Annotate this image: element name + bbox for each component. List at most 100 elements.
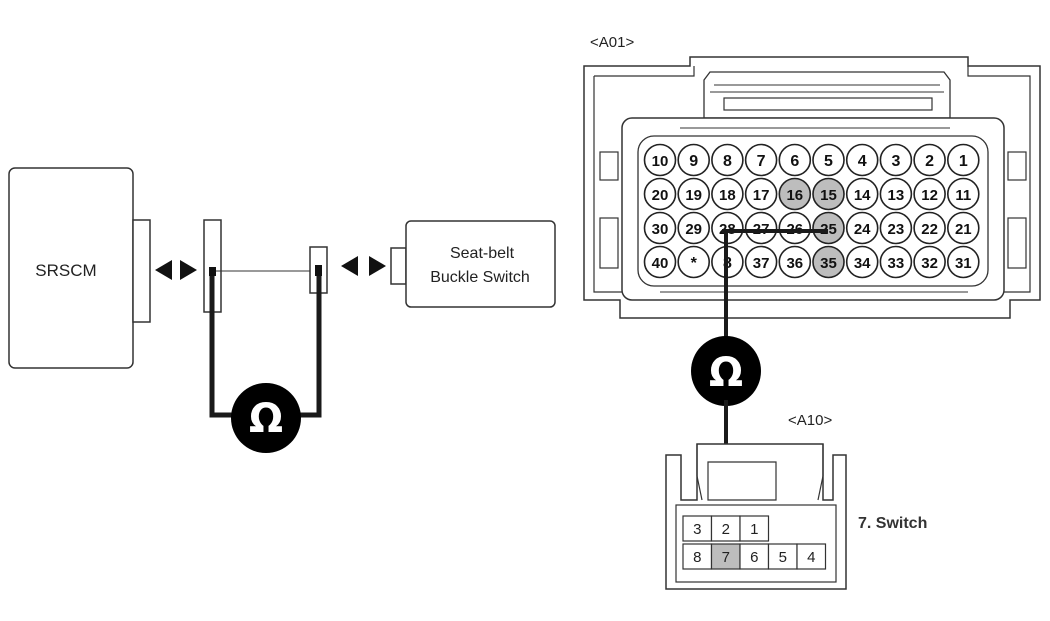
buckle-switch-box [405,220,556,308]
a01-pin-13 [879,177,913,211]
a01-pin-21 [946,211,980,245]
ohmmeter-right: Ω [691,336,761,406]
a01-pin-34 [845,245,879,279]
connector-a10-label: <A10> [788,412,832,429]
a01-pin-10 [643,143,677,177]
left-probe-point [209,267,216,276]
a01-pin-label: 15 [820,187,837,204]
a01-pin-26 [778,211,812,245]
a01-pin-label: 11 [955,187,971,204]
a01-pin-36 [778,245,812,279]
a01-pin-label: 9 [689,153,698,170]
a01-pin-label: 13 [888,187,905,204]
a01-pin-star [677,245,711,279]
connection-arrows-left [155,260,197,280]
a01-pin-label: 7 [757,153,766,170]
a01-pin-40 [643,245,677,279]
a01-pin-label: 22 [921,221,938,238]
a01-pin-label: 5 [824,153,833,170]
a01-pin-11 [946,177,980,211]
connector-a01-label: <A01> [590,34,634,51]
a01-pin-label: 8 [723,153,732,170]
a01-pin-label: 30 [652,221,669,238]
a01-pin-label: 4 [858,153,867,170]
a01-pin-32 [913,245,946,279]
a01-pin-label: 37 [753,255,770,272]
srscm-label: SRSCM [35,261,96,280]
a01-pin-label: 21 [955,221,972,238]
a01-pin-25 [812,211,845,245]
a01-pin-label: 23 [888,221,905,238]
srscm-connector-stub [132,219,151,323]
a01-pin-19 [677,177,711,211]
ohmmeter-left [231,383,301,453]
a10-pin-label: 4 [807,549,815,566]
a01-pin-label: 24 [854,221,871,238]
a10-side-label: 7. Switch [858,515,927,532]
a01-pin-27 [744,211,778,245]
a01-pin-15 [812,177,845,211]
a10-pin-label: 7 [722,549,730,566]
buckle-switch-stub [390,247,407,285]
ohmmeter-right-symbol: Ω [709,350,743,396]
meter-lead-right [296,276,322,418]
a10-pin-label: 3 [693,521,701,538]
right-probe-point [315,265,322,276]
meter-lead-left [209,276,236,418]
a01-pin-20 [643,177,677,211]
a01-pin-29 [677,211,711,245]
a10-pin-2 [710,515,741,542]
a01-pin-9 [677,143,711,177]
left-circuit-diagram: SRSCM Seat-belt Buckle Switch Ω [8,167,556,453]
a01-pin-label: 6 [790,153,799,170]
a01-pin-label: 29 [685,221,702,238]
a10-pin-7 [710,543,741,570]
a01-pin-2 [913,143,946,177]
a01-pin-label: 14 [854,187,871,204]
a01-pin-label: 31 [955,255,972,272]
a01-pin-24 [845,211,879,245]
a01-pin-31 [946,245,980,279]
a01-pin-8 [711,143,744,177]
a01-pin-label: 36 [786,255,803,272]
a10-pin-label: 1 [750,521,758,538]
a10-pin-1 [739,515,770,542]
a10-pin-label: 6 [750,549,758,566]
a01-pin-12 [913,177,946,211]
a01-pin-18 [711,177,744,211]
a01-pin-33 [879,245,913,279]
a10-pin-label: 8 [693,549,701,566]
buckle-switch-label-line2: Buckle Switch [430,269,530,286]
a01-pin-3 [879,143,913,177]
a01-pin-37 [744,245,778,279]
a10-pin-label: 5 [779,549,787,566]
a01-pin-7 [744,143,778,177]
a01-pin-30 [643,211,677,245]
a10-pin-4 [796,543,827,570]
a01-pin-22 [913,211,946,245]
a01-pin-label: 18 [719,187,736,204]
a01-pin-16 [778,177,812,211]
a01-pin-23 [879,211,913,245]
a01-pin-label: 3 [891,153,900,170]
a10-pin-3 [682,515,713,542]
a10-pin-8 [682,543,713,570]
a01-pin-6 [778,143,812,177]
a01-pin-label: 2 [925,153,934,170]
connection-arrows-right [341,256,386,276]
a01-pin-14 [845,177,879,211]
a01-pin-label: 33 [888,255,905,272]
a10-pin-5 [767,543,798,570]
a10-pin-label: 2 [722,521,730,538]
a01-pin-label: 10 [652,153,669,170]
a01-pin-label: 17 [753,187,770,204]
a01-pin-17 [744,177,778,211]
a01-pin-5 [812,143,845,177]
a01-pin-label: 20 [652,187,669,204]
a01-pin-label: 35 [820,255,837,272]
connector-a10: <A10> 3 2 1 8 7 6 5 4 7. Switch [665,412,927,590]
a01-pin-label: 25 [820,221,837,238]
a01-pin-label: 40 [652,255,669,272]
